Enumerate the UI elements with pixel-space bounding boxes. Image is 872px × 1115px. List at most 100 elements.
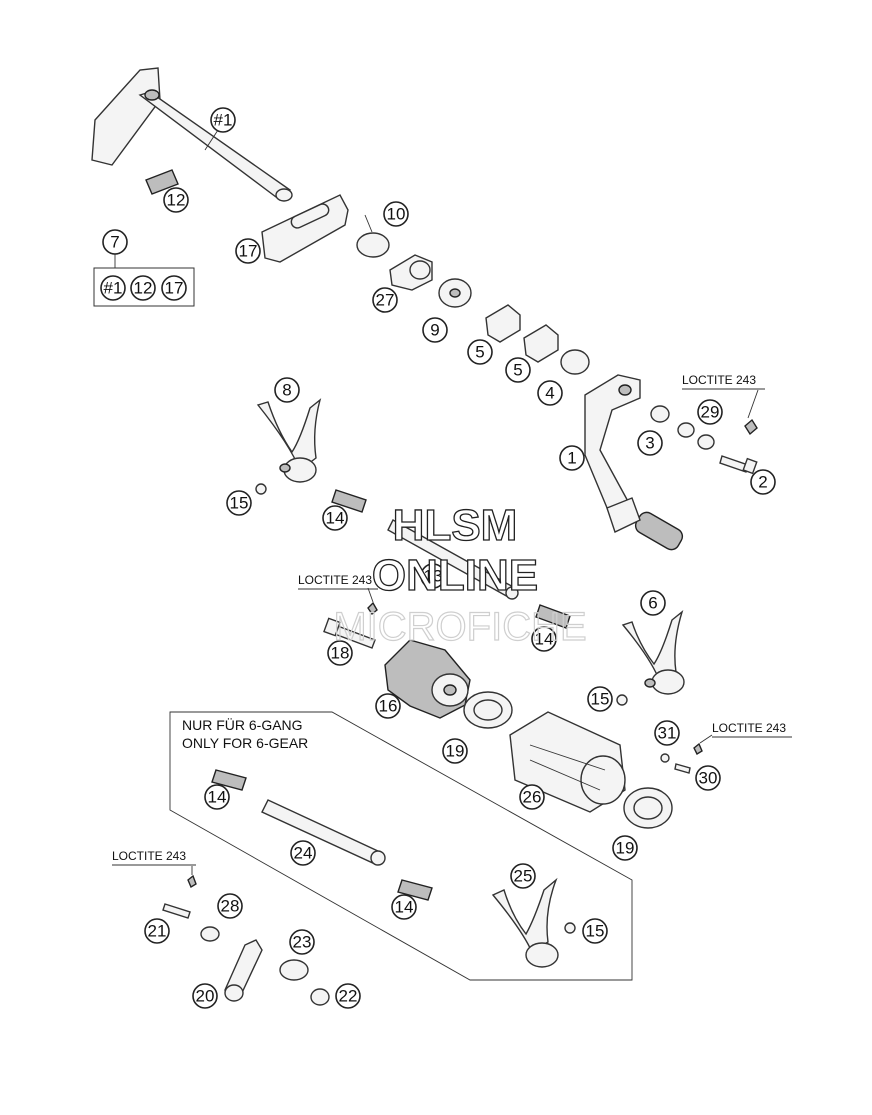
svg-text:5: 5 bbox=[513, 361, 522, 380]
svg-text:29: 29 bbox=[701, 403, 720, 422]
svg-text:19: 19 bbox=[616, 839, 635, 858]
svg-text:15: 15 bbox=[586, 922, 605, 941]
svg-text:12: 12 bbox=[134, 279, 153, 298]
callout-9-washer: 9 bbox=[422, 317, 448, 343]
loctite-note-2: LOCTITE 243 bbox=[298, 573, 372, 587]
svg-text:19: 19 bbox=[446, 742, 465, 761]
svg-text:14: 14 bbox=[395, 898, 414, 917]
kit-box bbox=[93, 267, 195, 307]
callout-1-shaft: #1 bbox=[210, 107, 236, 133]
callout-1-lever: 1 bbox=[559, 445, 585, 471]
spring-14c-part bbox=[211, 769, 247, 791]
callout-23-spring: 23 bbox=[289, 929, 315, 955]
shift-shaft-part bbox=[91, 67, 293, 202]
svg-text:15: 15 bbox=[591, 690, 610, 709]
svg-text:31: 31 bbox=[658, 724, 677, 743]
bearing-5b-part bbox=[523, 324, 559, 363]
shift-plate-part bbox=[261, 194, 349, 263]
svg-text:#1: #1 bbox=[214, 111, 233, 130]
callout-4-seal: 4 bbox=[537, 380, 563, 406]
shift-fork-8-part bbox=[256, 398, 322, 483]
callout-7-kit: 7 bbox=[102, 229, 128, 255]
callout-5-bearing-a: 5 bbox=[467, 339, 493, 365]
callout-6-fork: 6 bbox=[640, 590, 666, 616]
spring-14a-part bbox=[331, 489, 367, 513]
svg-text:2: 2 bbox=[758, 473, 767, 492]
watermark-line-2: ONLINE bbox=[372, 551, 538, 600]
svg-text:25: 25 bbox=[514, 867, 533, 886]
svg-text:14: 14 bbox=[535, 630, 554, 649]
pin-15a-part bbox=[255, 483, 267, 495]
callout-3-washer: 3 bbox=[637, 430, 663, 456]
svg-text:22: 22 bbox=[339, 987, 358, 1006]
loctite-note-1: LOCTITE 243 bbox=[682, 373, 756, 387]
spring-23-part bbox=[279, 959, 309, 981]
callout-10-clip: 10 bbox=[383, 201, 409, 227]
pin-15b-part bbox=[616, 694, 628, 706]
callout-19-bearing-b: 19 bbox=[612, 835, 638, 861]
svg-text:15: 15 bbox=[230, 494, 249, 513]
callout-8-fork: 8 bbox=[274, 377, 300, 403]
shift-lever-part bbox=[584, 374, 684, 551]
svg-text:7: 7 bbox=[110, 233, 119, 252]
callout-14-spring-d: 14 bbox=[391, 894, 417, 920]
bolt-2-part bbox=[719, 389, 759, 475]
svg-text:12: 12 bbox=[167, 191, 186, 210]
callout-16-cam: 16 bbox=[375, 693, 401, 719]
bolt-30-part bbox=[674, 734, 713, 774]
loctite-note-3: LOCTITE 243 bbox=[712, 721, 786, 735]
callout-2-bolt: 2 bbox=[750, 469, 776, 495]
svg-text:17: 17 bbox=[239, 242, 258, 261]
svg-text:17: 17 bbox=[165, 279, 184, 298]
svg-text:1: 1 bbox=[567, 449, 576, 468]
callout-14-spring-a: 14 bbox=[322, 505, 348, 531]
bearing-5a-part bbox=[485, 304, 521, 343]
washer-3-part bbox=[650, 405, 670, 423]
washer-28-part bbox=[200, 926, 220, 942]
callout-26-drum: 26 bbox=[519, 784, 545, 810]
watermark-line-1: HLSM bbox=[393, 501, 518, 550]
callout-20-lever: 20 bbox=[192, 983, 218, 1009]
callout-31-washer: 31 bbox=[654, 720, 680, 746]
rail-13-part bbox=[387, 519, 519, 600]
callout-21-bolt: 21 bbox=[144, 918, 170, 944]
lever-20-part bbox=[224, 939, 263, 1002]
seal-4-part bbox=[560, 349, 590, 375]
shift-drum-cam-16-part bbox=[384, 639, 471, 719]
callout-25-fork: 25 bbox=[510, 863, 536, 889]
svg-text:14: 14 bbox=[208, 788, 227, 807]
svg-text:23: 23 bbox=[293, 933, 312, 952]
callout-19-bearing-a: 19 bbox=[442, 738, 468, 764]
svg-text:4: 4 bbox=[545, 384, 554, 403]
callout-kit-12: 12 bbox=[130, 275, 156, 301]
shift-fork-6-part bbox=[621, 610, 685, 695]
guide-27-part bbox=[389, 254, 433, 291]
svg-text:3: 3 bbox=[645, 434, 654, 453]
callout-30-bolt: 30 bbox=[695, 765, 721, 791]
spring-14b-part bbox=[535, 604, 571, 629]
washer-29a-part bbox=[677, 422, 695, 438]
callout-22-bushing: 22 bbox=[335, 983, 361, 1009]
washer-29b-part bbox=[697, 434, 715, 450]
svg-text:#1: #1 bbox=[104, 279, 123, 298]
callout-kit-17: 17 bbox=[161, 275, 187, 301]
six-gear-note-en: ONLY FOR 6-GEAR bbox=[182, 735, 308, 751]
callout-15-pin-b: 15 bbox=[587, 686, 613, 712]
six-gear-region-outline bbox=[169, 711, 633, 981]
washer-31-part bbox=[660, 753, 670, 763]
svg-text:24: 24 bbox=[294, 844, 313, 863]
svg-text:13: 13 bbox=[424, 567, 443, 586]
svg-text:27: 27 bbox=[376, 291, 395, 310]
callout-27-guide: 27 bbox=[372, 287, 398, 313]
bolt-21-part bbox=[162, 866, 197, 919]
svg-text:16: 16 bbox=[379, 697, 398, 716]
svg-text:26: 26 bbox=[523, 788, 542, 807]
callout-13-rail: 13 bbox=[420, 563, 446, 589]
callout-15-pin-a: 15 bbox=[226, 490, 252, 516]
svg-text:18: 18 bbox=[331, 644, 350, 663]
callout-kit-1: #1 bbox=[100, 275, 126, 301]
callout-17-plate: 17 bbox=[235, 238, 261, 264]
bolt-18-part bbox=[323, 587, 378, 649]
callout-14-spring-b: 14 bbox=[531, 626, 557, 652]
